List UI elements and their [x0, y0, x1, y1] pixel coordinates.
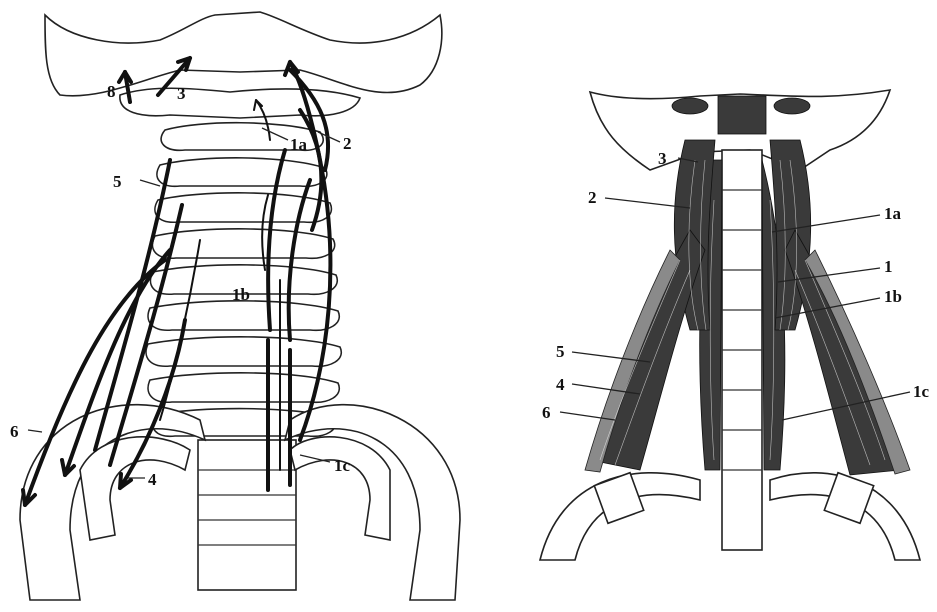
cervical-spine: [146, 123, 341, 437]
trachea: [198, 440, 296, 590]
label-1a: 1a: [884, 205, 901, 222]
label-5: 5: [113, 173, 122, 190]
vertebral-column: [722, 150, 762, 550]
right-diagram-svg: [500, 0, 937, 612]
label-2: 2: [343, 135, 352, 152]
label-1b: 1b: [884, 288, 902, 305]
label-3: 3: [658, 150, 667, 167]
label-6: 6: [542, 404, 551, 421]
label-1: 1: [884, 258, 893, 275]
occipital-bone: [45, 12, 442, 96]
label-6: 6: [10, 423, 19, 440]
label-2: 2: [588, 189, 597, 206]
label-4: 4: [556, 376, 565, 393]
label-1c: 1c: [334, 457, 350, 474]
label-8: 8: [107, 83, 116, 100]
left-diagram-svg: [0, 0, 470, 612]
label-3: 3: [177, 85, 186, 102]
label-1b: 1b: [232, 286, 250, 303]
right-diagram-anatomical: 3 2 1a 1 1b 5 4 6 1c: [500, 0, 937, 612]
label-5: 5: [556, 343, 565, 360]
label-1a: 1a: [290, 136, 307, 153]
foramen-magnum: [718, 96, 766, 134]
left-diagram-schematic: 8 3 1a 2 5 1b 6 1c 4: [0, 0, 470, 612]
atlas-vertebra: [120, 88, 360, 118]
label-1c: 1c: [913, 383, 929, 400]
label-4: 4: [148, 471, 157, 488]
